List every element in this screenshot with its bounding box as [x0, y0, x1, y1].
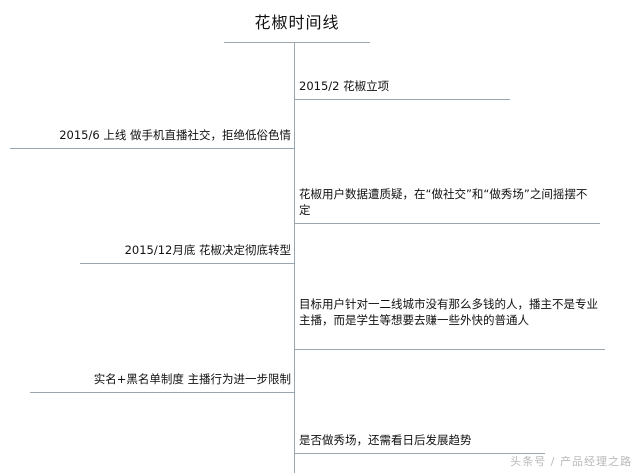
timeline-node-7-label: 是否做秀场，还需看日后发展趋势 [299, 433, 472, 447]
timeline-node-1[interactable]: 2015/2 花椒立项 [295, 78, 510, 100]
page-title-text: 花椒时间线 [254, 13, 340, 32]
timeline-node-2[interactable]: 2015/6 上线 做手机直播社交，拒绝低俗色情 [10, 127, 295, 149]
timeline-node-3-label: 花椒用户数据遭质疑，在“做社交”和“做秀场”之间摇摆不定 [299, 187, 588, 217]
watermark: 头条号 / 产品经理之路 [510, 455, 632, 468]
timeline-node-3[interactable]: 花椒用户数据遭质疑，在“做社交”和“做秀场”之间摇摆不定 [295, 186, 600, 224]
page-title: 花椒时间线 [224, 0, 370, 43]
timeline-spine [294, 42, 295, 473]
timeline-node-2-label: 2015/6 上线 做手机直播社交，拒绝低俗色情 [59, 128, 291, 142]
timeline-node-4[interactable]: 2015/12月底 花椒决定彻底转型 [80, 242, 295, 264]
timeline-node-5-label: 目标用户针对一二线城市没有那么多钱的人，播主不是专业主播，而是学生等想要去赚一些… [299, 297, 598, 327]
timeline-node-6-label: 实名+黑名单制度 主播行为进一步限制 [93, 372, 291, 386]
timeline-node-5[interactable]: 目标用户针对一二线城市没有那么多钱的人，播主不是专业主播，而是学生等想要去赚一些… [295, 296, 605, 350]
timeline-node-4-label: 2015/12月底 花椒决定彻底转型 [124, 243, 291, 257]
timeline-node-7[interactable]: 是否做秀场，还需看日后发展趋势 [295, 432, 545, 454]
timeline-node-6[interactable]: 实名+黑名单制度 主播行为进一步限制 [30, 371, 295, 393]
timeline-node-1-label: 2015/2 花椒立项 [299, 79, 390, 93]
